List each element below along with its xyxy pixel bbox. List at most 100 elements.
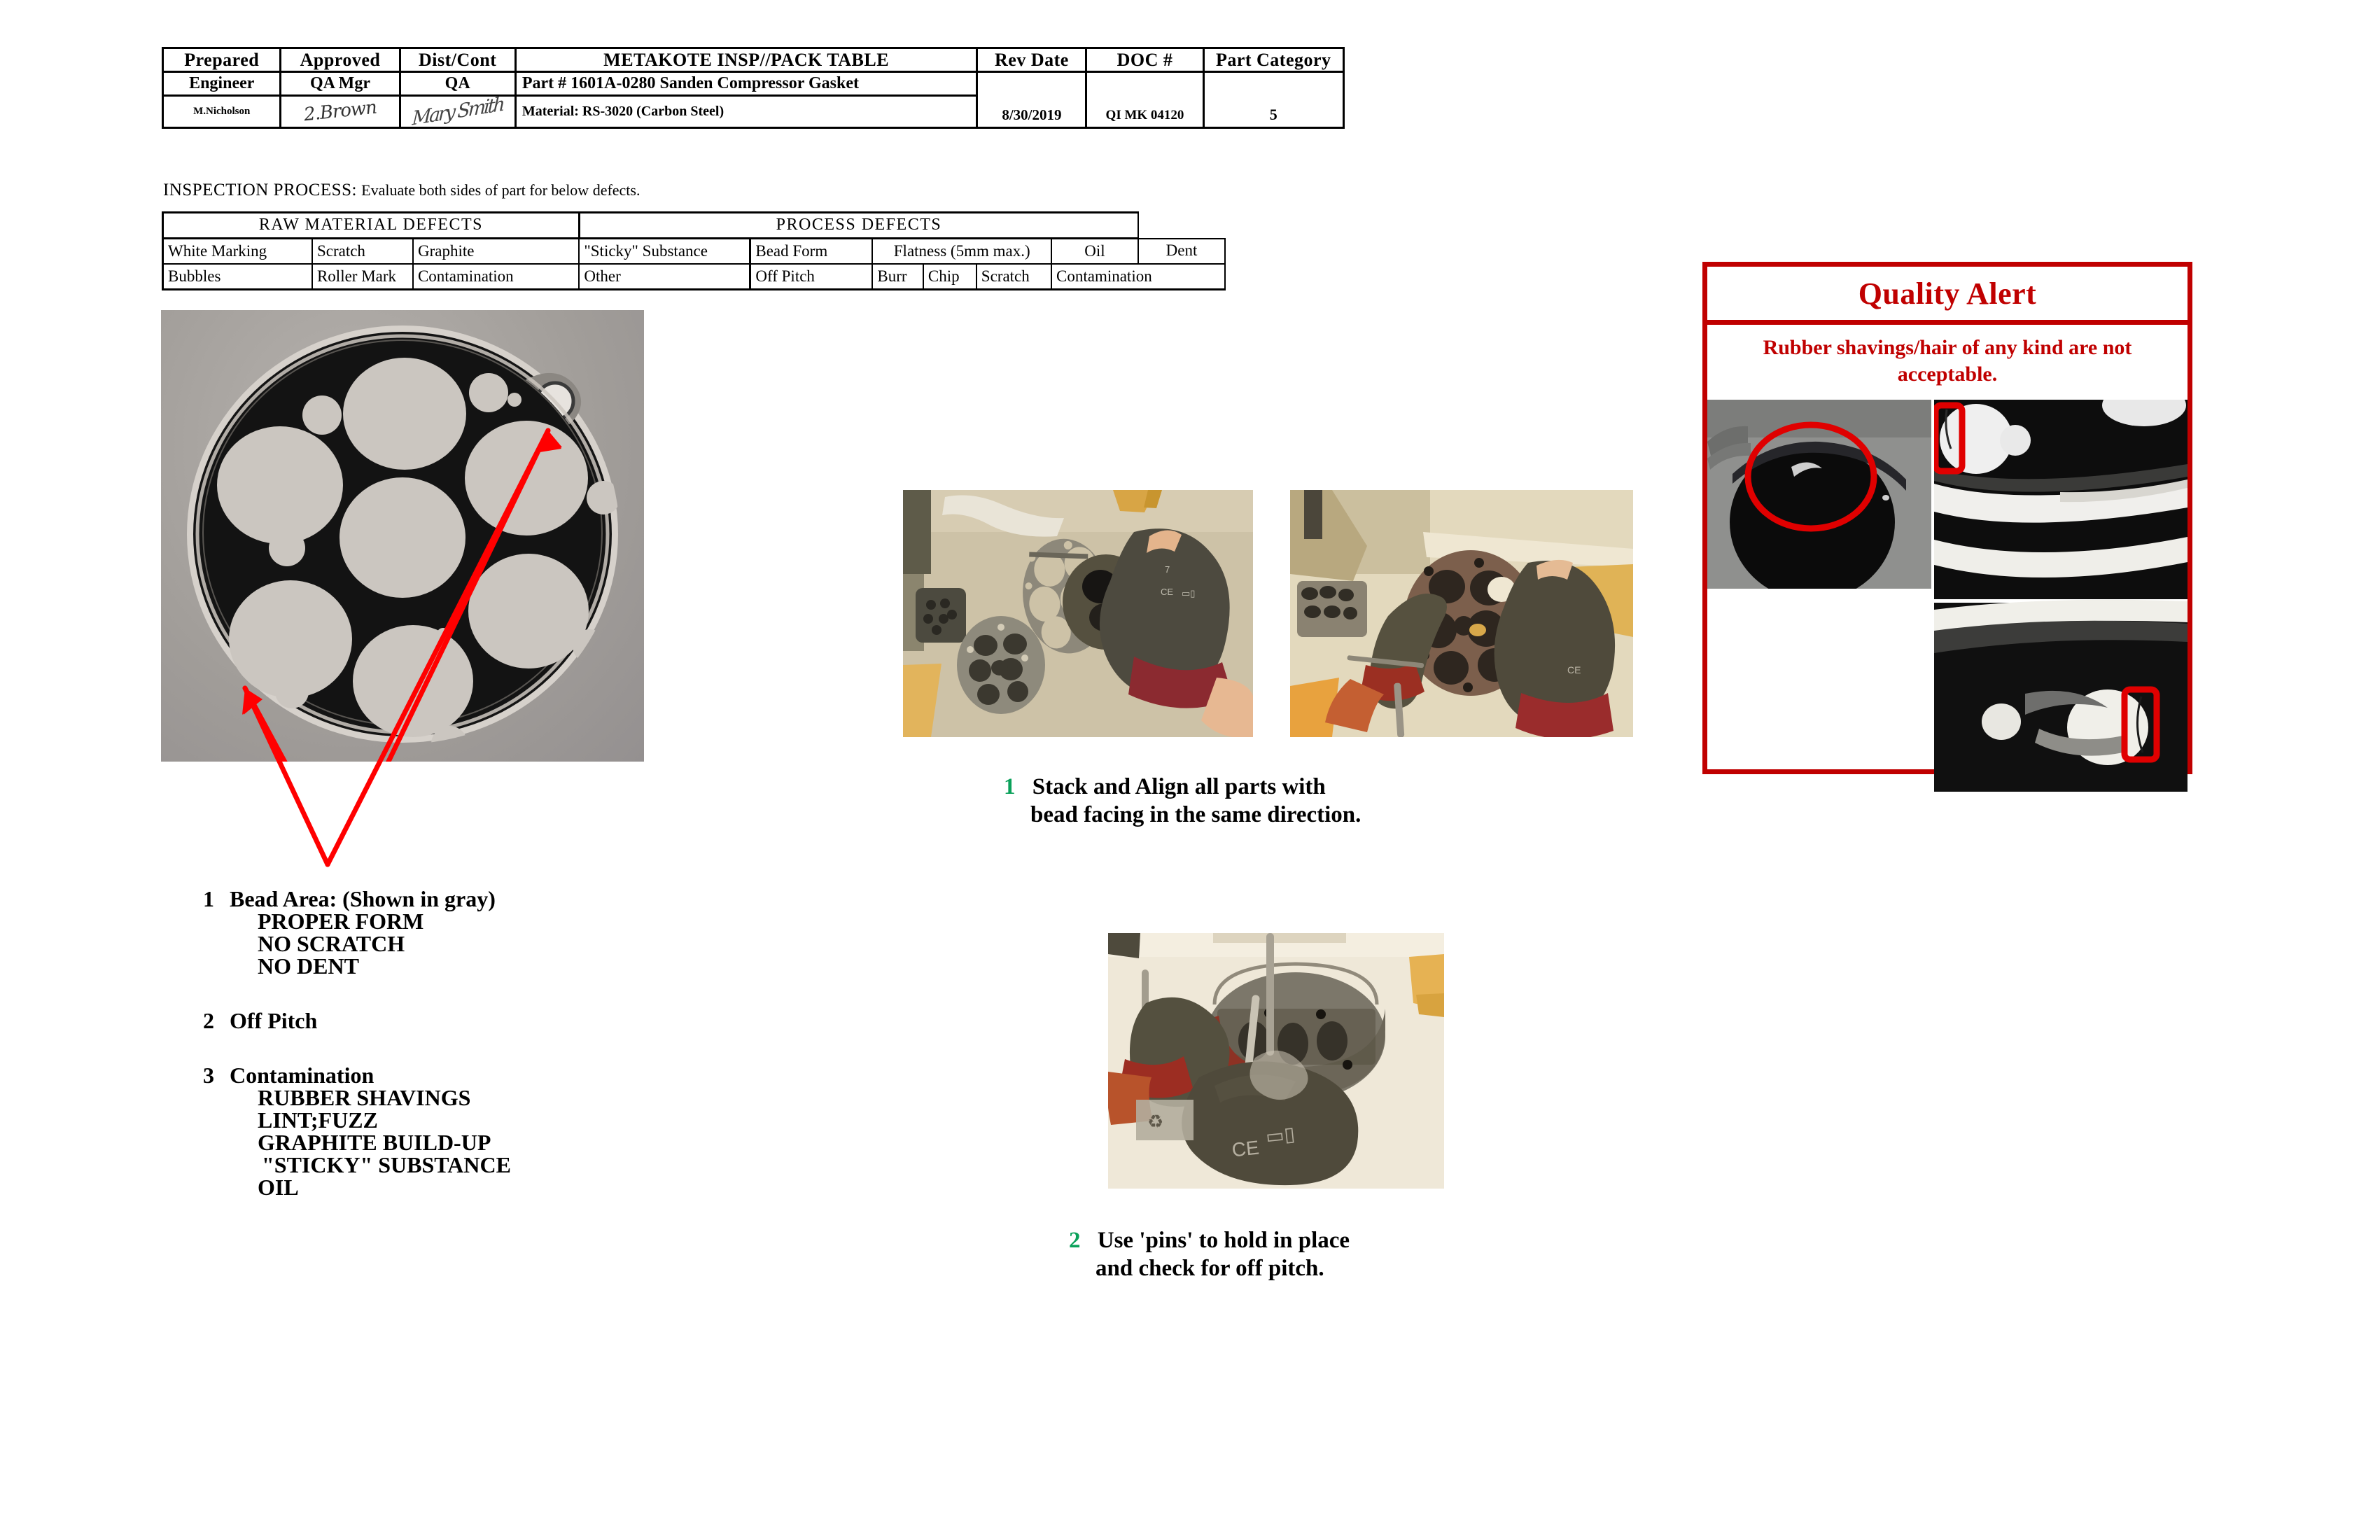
- checklist-item-3-sub-4: OIL: [258, 1175, 299, 1200]
- header-rev-date-value: 8/30/2019: [976, 71, 1088, 130]
- defect-bubbles: Bubbles: [161, 263, 313, 290]
- svg-text:♻: ♻: [1147, 1111, 1163, 1132]
- defect-oil: Oil: [1051, 237, 1139, 265]
- step-1-line-1: Stack and Align all parts with: [1032, 774, 1326, 799]
- defect-graphite: Graphite: [412, 237, 580, 265]
- checklist-item-1-sub-1: NO SCRATCH: [258, 931, 405, 956]
- checklist-item-3-heading: 3 Contamination: [203, 1064, 511, 1086]
- defect-flatness: Flatness (5mm max.): [872, 237, 1052, 265]
- svg-text:▭▯: ▭▯: [1182, 588, 1195, 598]
- photo-c-scene: CE ▭▯ ♻: [1108, 933, 1444, 1189]
- quality-alert-images: [1707, 396, 2188, 792]
- red-rectangle-annotation-bottom: [2121, 686, 2160, 763]
- qa-left-scene: [1707, 399, 1931, 589]
- hair-strand-bottom: [2136, 696, 2144, 753]
- defect-contamination-process: Contamination: [1051, 263, 1226, 290]
- header-approved-signature: 2.Brown: [279, 94, 401, 130]
- photo-a-scene: CE▭▯7: [903, 490, 1253, 737]
- header-part-category-label: Part Category: [1202, 46, 1345, 74]
- work-glove: CE▭▯7: [1099, 528, 1253, 737]
- defect-off-pitch: Off Pitch: [749, 263, 874, 290]
- header-doc-number-value: QI MK 04120: [1085, 71, 1205, 130]
- quality-alert-title-bar: Quality Alert: [1707, 267, 2188, 325]
- svg-text:7: 7: [1165, 564, 1170, 575]
- qa-defect-photos-hair-at-holes: [1934, 399, 2188, 792]
- process-defects-group: PROCESS DEFECTS: [578, 211, 1139, 239]
- checklist-item-1-title: Bead Area: (Shown in gray): [230, 886, 496, 911]
- header-part-number: Part # 1601A-0280 Sanden Compressor Gask…: [514, 71, 979, 97]
- stacking-parts-photo-left: CE▭▯7: [903, 490, 1253, 737]
- header-doc-number-label: DOC #: [1085, 46, 1205, 74]
- step-2-line-1: Use 'pins' to hold in place: [1097, 1228, 1350, 1253]
- checklist-item-1-number: 1: [203, 886, 214, 911]
- checklist-item-3-title: Contamination: [230, 1063, 374, 1088]
- raw-material-defects-group: RAW MATERIAL DEFECTS: [162, 211, 580, 239]
- header-approved-role: QA Mgr: [279, 71, 401, 97]
- header-doc-title: METAKOTE INSP//PACK TABLE: [514, 46, 979, 74]
- checklist-gap-1: [203, 977, 511, 1009]
- checklist-item-3-sub-0: RUBBER SHAVINGS: [258, 1085, 471, 1110]
- defects-table: RAW MATERIAL DEFECTS PROCESS DEFECTS Whi…: [161, 211, 1226, 290]
- defect-roller-mark: Roller Mark: [311, 263, 414, 290]
- stacking-parts-photo-right: CE: [1290, 490, 1633, 737]
- header-prepared-label: Prepared: [161, 46, 282, 74]
- step-2-caption: 2 Use 'pins' to hold in place and check …: [1069, 1226, 1350, 1283]
- quality-alert-title: Quality Alert: [1858, 276, 2037, 311]
- defect-scratch-raw: Scratch: [311, 237, 414, 265]
- qa-signature-glyph: Mary Smith: [411, 93, 504, 130]
- checklist-item-3-sub-1: LINT;FUZZ: [258, 1107, 378, 1133]
- checklist-item-3-number: 3: [203, 1063, 214, 1088]
- pins-holding-photo: CE ▭▯ ♻: [1108, 933, 1444, 1189]
- header-prepared-role: Engineer: [161, 71, 282, 97]
- step-1-number: 1: [1004, 774, 1016, 799]
- step-1-line-2: bead facing in the same direction.: [1030, 802, 1362, 828]
- step-2-number: 2: [1069, 1228, 1081, 1253]
- inspection-process-text: Evaluate both sides of part for below de…: [361, 181, 640, 199]
- checklist-item-2-title: Off Pitch: [230, 1008, 318, 1033]
- red-rectangle-annotation-top: [1934, 402, 1966, 475]
- defect-bead-form: Bead Form: [749, 237, 874, 265]
- defect-other: Other: [578, 263, 751, 290]
- photo-b-scene: CE: [1290, 490, 1633, 737]
- defect-white-marking: White Marking: [161, 237, 313, 265]
- header-rev-date-label: Rev Date: [976, 46, 1088, 74]
- header-prepared-name: M.Nicholson: [161, 94, 282, 130]
- hair-strand-top: [1945, 409, 1952, 449]
- defect-burr: Burr: [872, 263, 924, 290]
- checklist-item-1-sub-2: NO DENT: [258, 953, 359, 979]
- step-2-line-2: and check for off pitch.: [1096, 1256, 1324, 1282]
- header-material: Material: RS-3020 (Carbon Steel): [514, 94, 979, 130]
- qa-defect-photo-hair-in-bore: [1707, 399, 1931, 589]
- gasket-part-illustration: [187, 326, 620, 762]
- checklist-item-2-heading: 2 Off Pitch: [203, 1009, 511, 1032]
- header-approved-label: Approved: [279, 46, 401, 74]
- metakote-header-table: Prepared Approved Dist/Cont METAKOTE INS…: [161, 46, 1345, 130]
- step-1-caption: 1 Stack and Align all parts with bead fa…: [1004, 773, 1361, 830]
- checklist-item-1: 1 Bead Area: (Shown in gray) PROPER FORM…: [203, 888, 511, 977]
- checklist-item-2: 2 Off Pitch: [203, 1009, 511, 1032]
- quality-alert-message-line-2: acceptable.: [1897, 363, 1998, 386]
- defect-contamination-raw: Contamination: [412, 263, 580, 290]
- svg-text:CE: CE: [1231, 1137, 1260, 1161]
- checklist-item-3-sub-2: GRAPHITE BUILD-UP: [258, 1130, 491, 1155]
- header-part-category-value: 5: [1202, 71, 1345, 130]
- defect-dent: Dent: [1138, 237, 1226, 265]
- checklist-item-1-sub-0: PROPER FORM: [258, 909, 424, 934]
- defect-scratch-process: Scratch: [975, 263, 1053, 290]
- hair-strand: [1791, 462, 1822, 477]
- defect-sticky-substance: "Sticky" Substance: [578, 237, 751, 265]
- header-distcont-label: Dist/Cont: [398, 46, 517, 74]
- quality-alert-box: Quality Alert Rubber shavings/hair of an…: [1702, 262, 2192, 792]
- red-ellipse-annotation: [1744, 421, 1877, 532]
- checklist-item-1-heading: 1 Bead Area: (Shown in gray): [203, 888, 511, 910]
- defect-checklist: 1 Bead Area: (Shown in gray) PROPER FORM…: [203, 888, 511, 1198]
- defect-chip: Chip: [922, 263, 977, 290]
- quality-alert-message-line-1: Rubber shavings/hair of any kind are not: [1763, 336, 2132, 359]
- approved-signature-glyph: 2.Brown: [302, 97, 378, 126]
- header-distcont-role: QA: [398, 71, 517, 97]
- gasket-inspection-photo: [161, 310, 644, 762]
- checklist-item-3-sub-3: "STICKY" SUBSTANCE: [262, 1152, 511, 1177]
- quality-alert-message: Rubber shavings/hair of any kind are not…: [1707, 325, 2188, 396]
- svg-text:▭▯: ▭▯: [1265, 1123, 1296, 1147]
- checklist-item-2-number: 2: [203, 1008, 214, 1033]
